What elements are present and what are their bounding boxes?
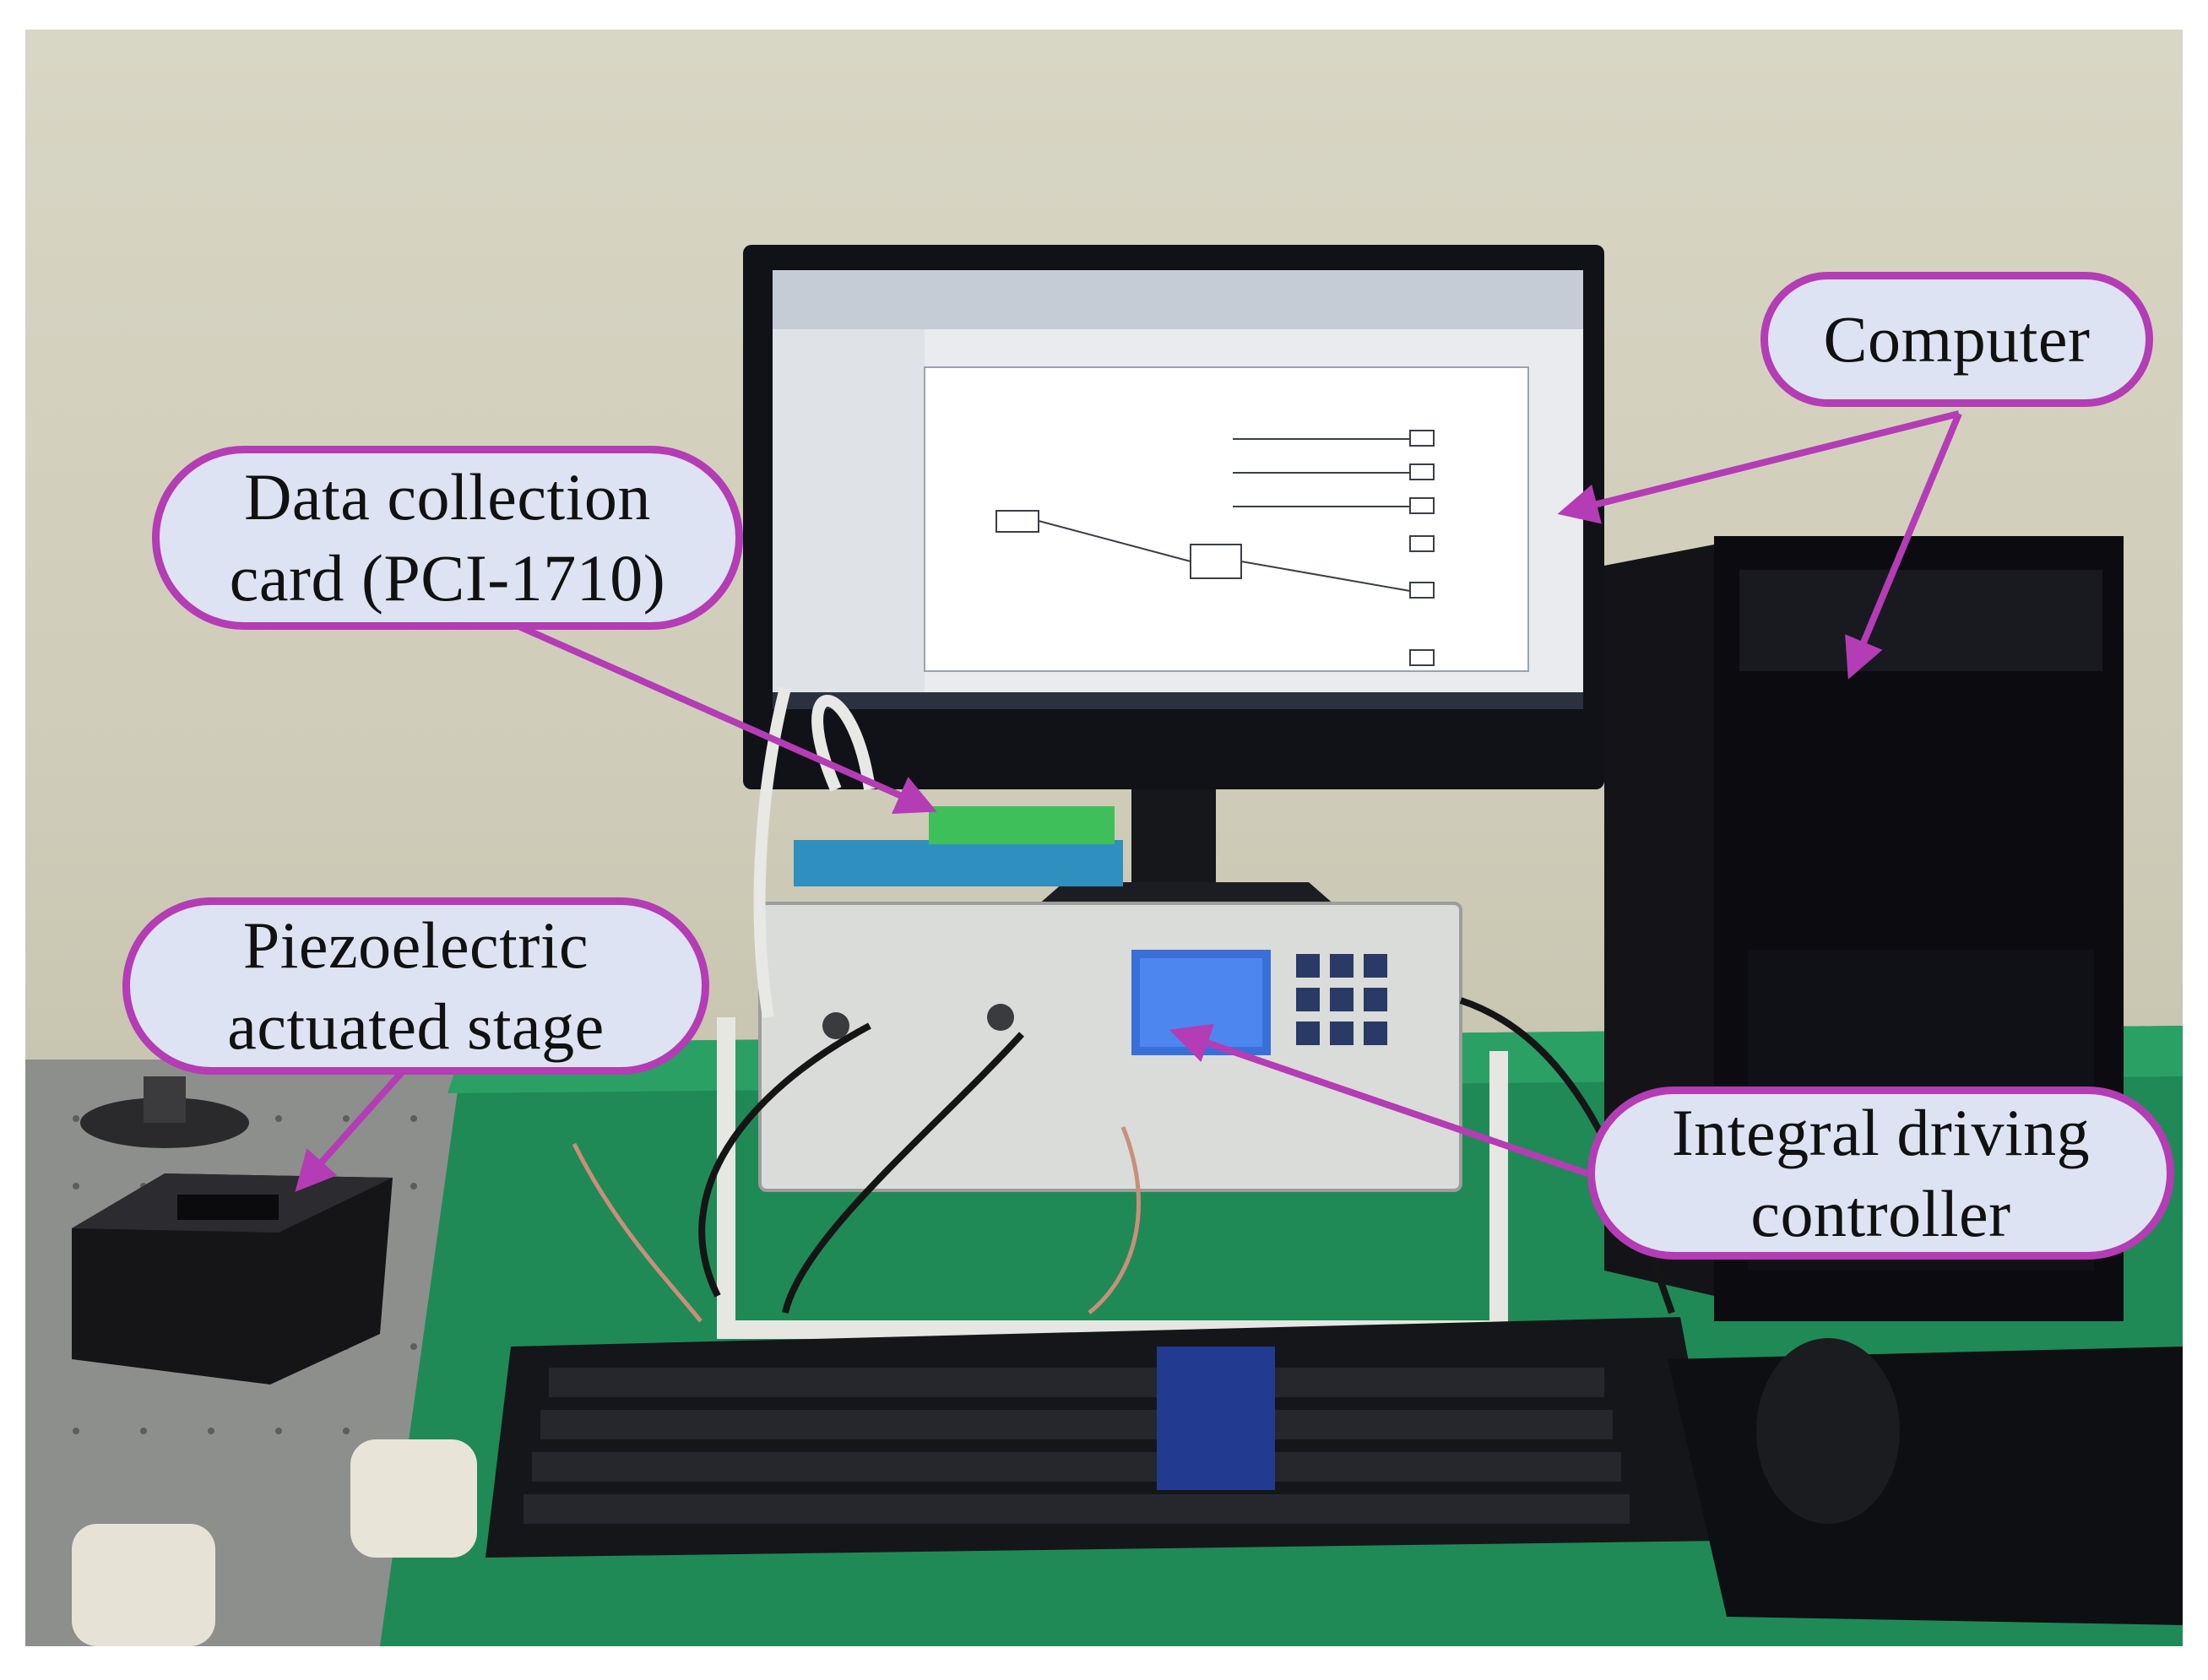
simulink-diagram [995,430,1435,666]
mouse [1756,1338,1900,1524]
data-card-board [794,840,1123,886]
monitor-stand [1131,789,1216,882]
callout-computer-text: Computer [1823,302,2091,376]
cables [698,997,1675,1314]
controller-stand-frame [717,1017,1508,1339]
controller-keypad [1296,954,1387,1045]
mouse-pad [1668,1347,2183,1625]
callout-integral-driving-controller-text: Integral driving controller [1671,1095,2091,1250]
callout-data-collection-card-text: Data collection card (PCI-1710) [229,460,666,615]
keyboard-keys [524,1368,1630,1524]
callout-integral-driving-controller: Integral driving controller [1587,1087,2174,1260]
optical-mount-post [144,1076,186,1123]
callout-data-collection-card: Data collection card (PCI-1710) [152,446,743,630]
controller-body [758,902,1462,1192]
callout-piezoelectric-stage-text: Piezoelectric actuated stage [227,908,605,1063]
callout-computer: Computer [1760,272,2153,407]
callout-piezoelectric-stage: Piezoelectric actuated stage [122,897,709,1075]
